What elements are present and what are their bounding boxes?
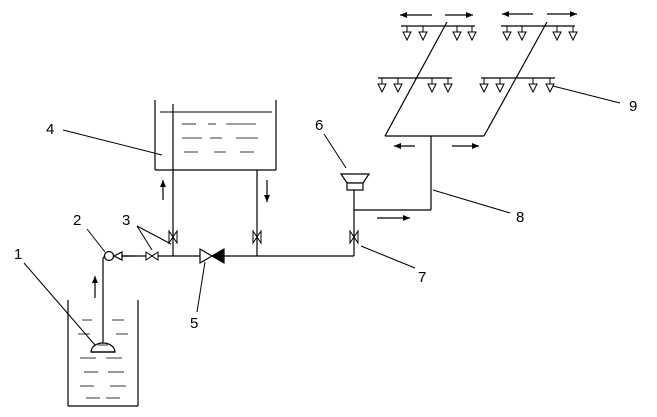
sprinkler-group-lower bbox=[377, 77, 555, 93]
elevated-tank bbox=[154, 100, 277, 171]
label-6: 6 bbox=[315, 117, 323, 134]
check-valve-icon bbox=[103, 250, 115, 262]
label-2: 2 bbox=[73, 212, 81, 229]
leader-lines bbox=[23, 85, 621, 346]
label-4: 4 bbox=[46, 121, 54, 138]
submersible-pump bbox=[90, 342, 116, 353]
label-3: 3 bbox=[122, 212, 130, 229]
water-source-tank bbox=[67, 300, 139, 407]
lateral-pipe-left bbox=[384, 21, 448, 137]
label-5: 5 bbox=[190, 315, 198, 332]
lateral-pipe-right bbox=[483, 21, 548, 137]
label-1: 1 bbox=[14, 246, 22, 263]
label-7: 7 bbox=[418, 269, 426, 286]
gate-valve-main bbox=[145, 251, 159, 261]
fertilizer-injector-icon bbox=[339, 173, 371, 191]
label-9: 9 bbox=[629, 98, 637, 115]
check-valve-5 bbox=[199, 247, 225, 265]
sprinkler-group-upper bbox=[400, 11, 578, 41]
arrow-marker-icon bbox=[112, 251, 123, 261]
label-8: 8 bbox=[516, 209, 524, 226]
